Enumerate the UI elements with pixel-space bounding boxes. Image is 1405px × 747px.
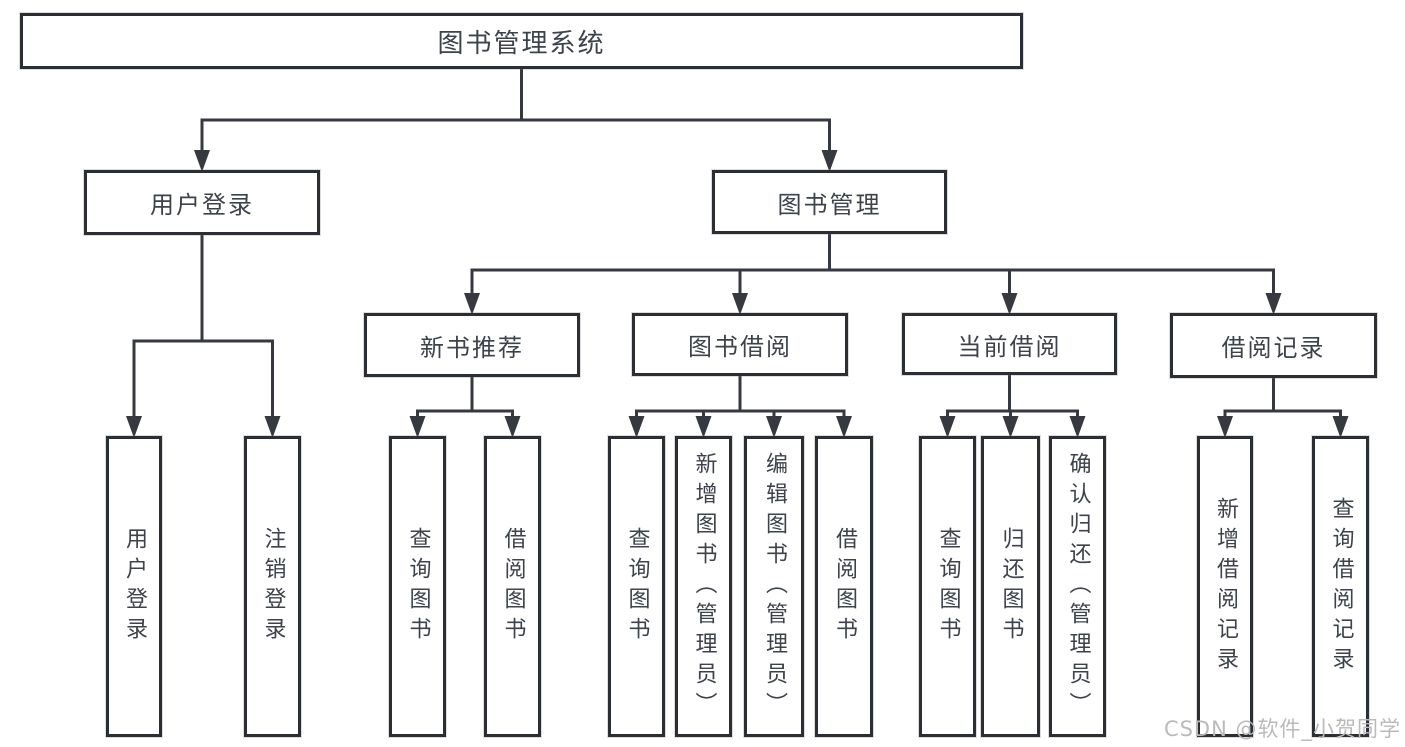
node-current-borrowing: 当前借阅 — [902, 313, 1117, 375]
diagram-box-label: 新增借阅记录 — [1213, 496, 1238, 677]
arrowhead-icon — [695, 416, 712, 438]
node-logout-action: 注销登录 — [244, 436, 301, 737]
arrowhead-icon — [504, 416, 521, 438]
arrowhead-icon — [464, 293, 480, 315]
arrowhead-icon — [1265, 293, 1282, 315]
node-confirm-return-admin: 确认归还（管理员） — [1049, 436, 1106, 737]
diagram-box-label: 查询图书 — [935, 526, 961, 647]
node-query-books-current: 查询图书 — [919, 436, 976, 737]
arrowhead-icon — [628, 416, 645, 438]
node-query-borrowing-record: 查询借阅记录 — [1312, 436, 1369, 737]
diagram-box-label: 当前借阅 — [957, 332, 1062, 361]
arrowhead-icon — [1332, 416, 1349, 438]
diagram-box-label: 用户登录 — [150, 191, 254, 219]
arrowhead-icon — [732, 293, 748, 315]
node-query-books-recommend: 查询图书 — [389, 436, 446, 737]
node-system-root: 图书管理系统 — [20, 13, 1023, 69]
node-add-borrowing-record: 新增借阅记录 — [1197, 436, 1253, 737]
node-new-book-recommendation: 新书推荐 — [364, 313, 580, 377]
diagram-box-label: 借阅图书 — [832, 526, 857, 647]
diagram-box-label: 新书推荐 — [420, 333, 524, 362]
diagram-box-label: 借阅记录 — [1221, 334, 1326, 362]
node-edit-books-admin: 编辑图书（管理员） — [744, 436, 804, 737]
arrowhead-icon — [939, 416, 956, 438]
node-query-books-borrowing: 查询图书 — [608, 436, 665, 737]
arrowhead-icon — [1217, 416, 1233, 438]
diagram-box-label: 归还图书 — [998, 526, 1024, 647]
node-borrow-books-recommend: 借阅图书 — [484, 436, 541, 737]
diagram-box-label: 用户登录 — [122, 526, 147, 647]
arrowhead-icon — [1002, 416, 1019, 438]
arrowhead-icon — [821, 150, 838, 172]
diagram-box-label: 查询图书 — [624, 526, 650, 647]
diagram-box-label: 图书管理 — [777, 190, 882, 219]
arrowhead-icon — [409, 416, 426, 438]
diagram-box-label: 图书借阅 — [688, 333, 792, 361]
arrowhead-icon — [264, 416, 281, 438]
node-borrow-books-action: 借阅图书 — [815, 436, 873, 737]
node-return-books: 归还图书 — [981, 436, 1040, 737]
diagram-box-label: 新增图书（管理员） — [691, 451, 717, 722]
diagram-box-label: 查询借阅记录 — [1328, 496, 1354, 677]
arrowhead-icon — [836, 416, 852, 438]
node-book-management-module: 图书管理 — [712, 170, 947, 234]
arrowhead-icon — [766, 416, 782, 438]
diagram-box-label: 图书管理系统 — [437, 28, 606, 59]
node-user-login-action: 用户登录 — [106, 436, 162, 737]
arrowhead-icon — [126, 416, 142, 438]
diagram-box-label: 借阅图书 — [500, 526, 526, 647]
diagram-box-label: 查询图书 — [405, 526, 431, 647]
diagram-box-label: 编辑图书（管理员） — [762, 451, 787, 722]
node-user-login-module: 用户登录 — [84, 170, 320, 235]
diagram-box-label: 注销登录 — [260, 526, 286, 647]
arrowhead-icon — [194, 150, 210, 172]
node-borrowing-records: 借阅记录 — [1170, 313, 1377, 378]
arrowhead-icon — [1069, 416, 1086, 438]
node-book-borrowing: 图书借阅 — [632, 313, 848, 376]
node-add-books-admin: 新增图书（管理员） — [675, 436, 732, 737]
arrowhead-icon — [1001, 293, 1018, 315]
diagram-box-label: 确认归还（管理员） — [1065, 451, 1091, 722]
